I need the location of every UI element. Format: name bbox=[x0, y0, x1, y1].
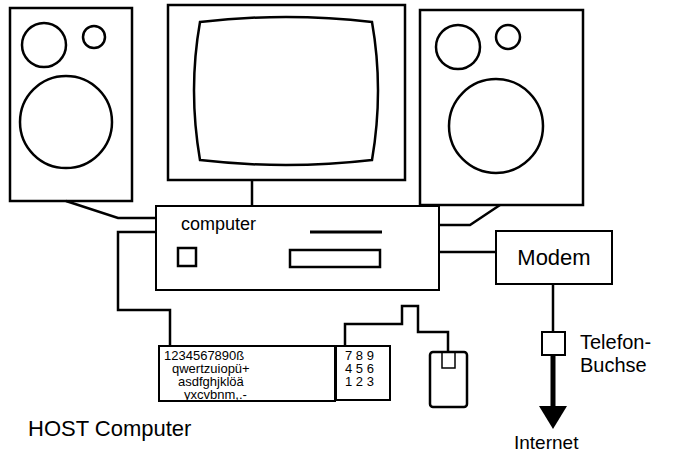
speaker-wire bbox=[66, 201, 155, 218]
drive-bay bbox=[290, 250, 380, 267]
node-text: 1234567890ß bbox=[164, 349, 330, 362]
cable bbox=[440, 251, 495, 254]
computer-box: computer bbox=[155, 205, 440, 291]
drive-slot bbox=[310, 231, 382, 234]
mouse bbox=[430, 352, 467, 407]
phone-jack: Telefon- Buchse bbox=[541, 331, 566, 356]
monitor bbox=[168, 5, 405, 180]
speaker bbox=[420, 10, 583, 205]
node-text: Modem bbox=[517, 247, 590, 269]
keyboard: 1234567890ßqwertzuiopü+asdfghjklöäyxcvbn… bbox=[158, 345, 336, 402]
cable bbox=[552, 285, 555, 331]
node-text: qwertzuiopü+ bbox=[164, 362, 330, 375]
speaker bbox=[10, 8, 132, 201]
cable bbox=[118, 232, 170, 345]
mouse-button bbox=[442, 352, 455, 368]
arrow-head bbox=[539, 406, 567, 429]
node-text: yxcvbnm,.- bbox=[164, 388, 330, 401]
internet-arrow bbox=[551, 356, 556, 410]
modem-box: Modem bbox=[495, 230, 613, 285]
node-text: computer bbox=[181, 215, 438, 233]
node-text: asdfghjklöä bbox=[164, 375, 330, 388]
numpad: 7 8 94 5 61 2 3 bbox=[335, 345, 391, 401]
speaker-wire bbox=[440, 205, 500, 225]
power-button bbox=[178, 248, 196, 266]
node-text: 7 8 9 bbox=[345, 349, 385, 362]
node-text: Telefon- Buchse bbox=[580, 331, 670, 377]
node-text: 4 5 6 bbox=[345, 362, 385, 375]
caption-label: HOST Computer bbox=[28, 416, 191, 442]
screen bbox=[194, 17, 378, 165]
monitor-stand bbox=[251, 180, 254, 205]
node-text: 1 2 3 bbox=[345, 375, 385, 388]
internet-label: Internet bbox=[514, 432, 578, 454]
